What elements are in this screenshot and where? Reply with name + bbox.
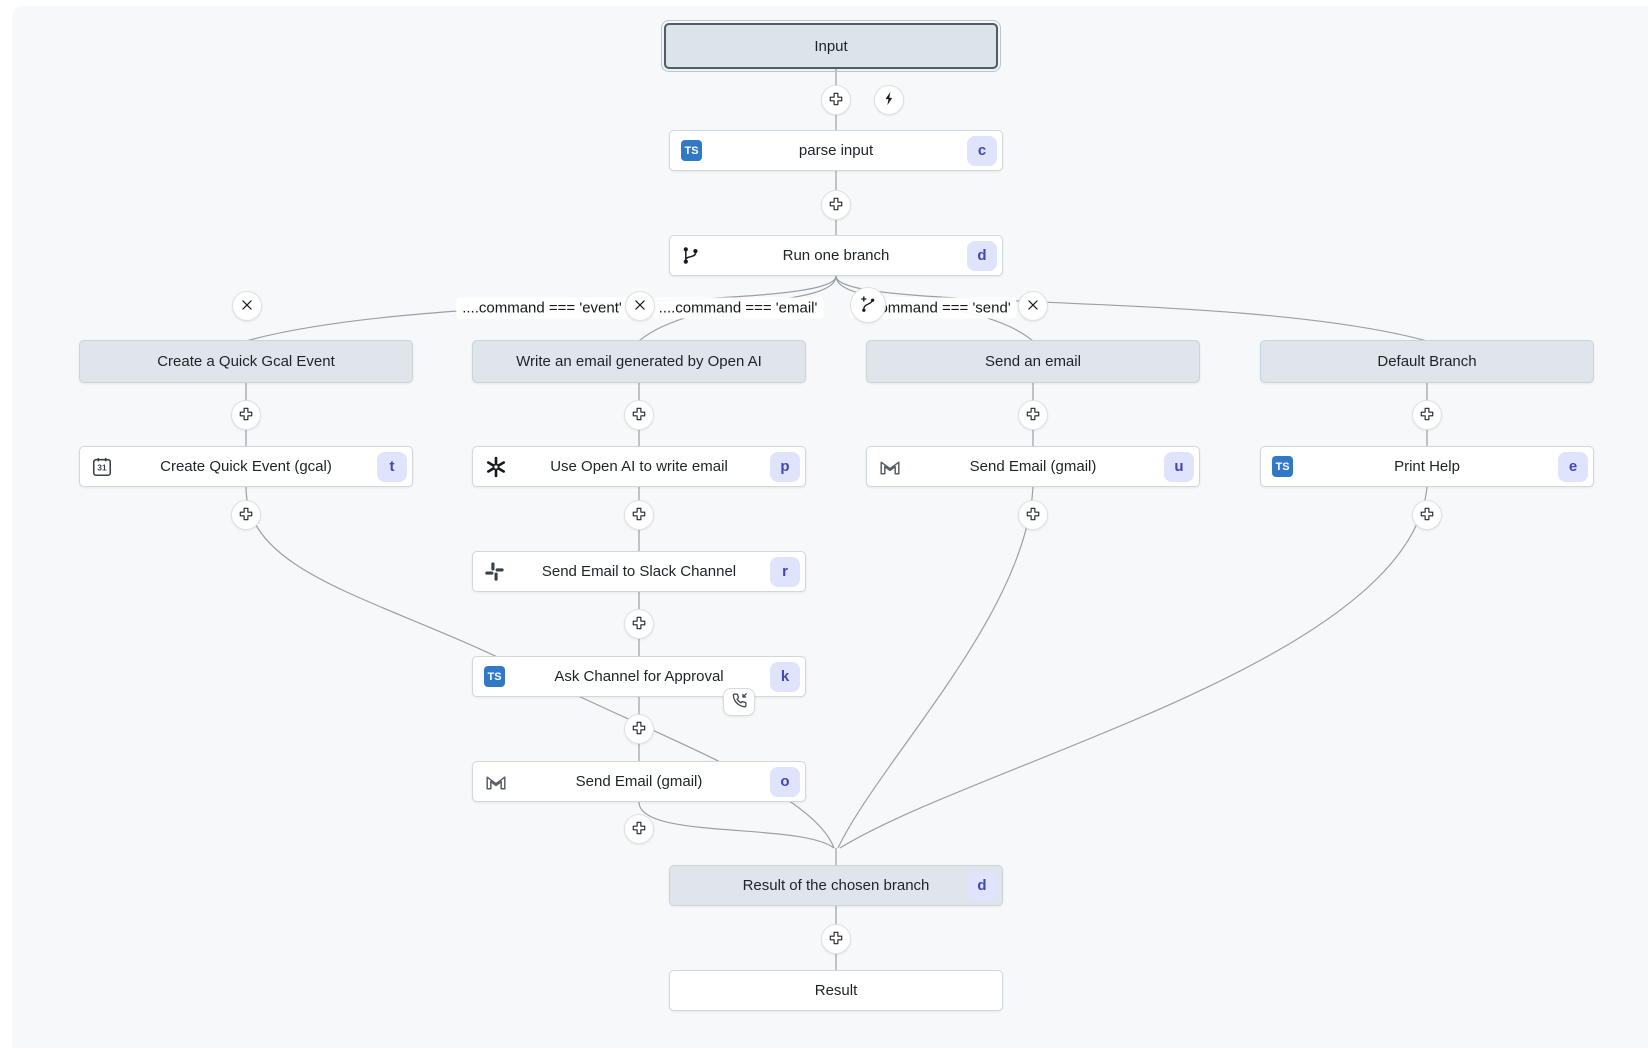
step-id-badge: o: [770, 766, 800, 797]
plus-icon: [1025, 506, 1041, 525]
node-label: Create Quick Event (gcal): [160, 458, 332, 475]
node-use-openai[interactable]: Use Open AI to write email p: [472, 446, 806, 487]
add-step-button[interactable]: [231, 400, 261, 430]
step-id-badge: c: [967, 135, 997, 166]
plus-icon: [238, 406, 254, 425]
branch-header-label: Default Branch: [1377, 353, 1477, 370]
add-step-button[interactable]: [1412, 500, 1442, 530]
plus-icon: [1419, 406, 1435, 425]
git-branch-icon: [681, 245, 702, 266]
node-label: Run one branch: [782, 247, 890, 264]
plus-icon: [631, 406, 647, 425]
node-label: Send Email to Slack Channel: [541, 563, 737, 580]
branch-condition-email: ....command === 'email': [652, 297, 824, 319]
node-print-help[interactable]: TS Print Help e: [1260, 446, 1594, 487]
gmail-icon: [878, 455, 902, 479]
add-step-button[interactable]: [1018, 400, 1048, 430]
add-step-button[interactable]: [1412, 400, 1442, 430]
add-step-button[interactable]: [231, 500, 261, 530]
node-label: Print Help: [1394, 458, 1460, 475]
node-run-one-branch[interactable]: Run one branch d: [669, 235, 1003, 276]
step-id-badge: r: [770, 556, 800, 587]
branch-header-gcal[interactable]: Create a Quick Gcal Event: [79, 340, 413, 383]
branch-header-default[interactable]: Default Branch: [1260, 340, 1594, 383]
suspend-approval-button[interactable]: [723, 688, 755, 716]
plus-icon: [828, 930, 844, 949]
node-ask-channel-approval[interactable]: TS Ask Channel for Approval k: [472, 656, 806, 697]
input-node-label: Input: [814, 37, 848, 55]
step-id-badge: t: [377, 451, 407, 482]
step-id-badge: d: [967, 240, 997, 271]
step-id-badge: u: [1164, 451, 1194, 482]
add-step-button[interactable]: [821, 190, 851, 220]
openai-icon: [484, 455, 508, 479]
node-send-email-gmail-2[interactable]: Send Email (gmail) o: [472, 761, 806, 802]
node-label: Use Open AI to write email: [550, 458, 728, 475]
lightning-icon: [882, 91, 897, 109]
node-send-email-slack[interactable]: Send Email to Slack Channel r: [472, 551, 806, 592]
plus-icon: [631, 615, 647, 634]
node-label: Send Email (gmail): [575, 773, 703, 790]
plus-icon: [631, 506, 647, 525]
add-step-button[interactable]: [821, 924, 851, 954]
add-step-button[interactable]: [624, 500, 654, 530]
step-id-badge: k: [770, 661, 800, 692]
slack-icon: [484, 561, 505, 582]
node-create-quick-event[interactable]: 31 Create Quick Event (gcal) t: [79, 446, 413, 487]
plus-icon: [1025, 406, 1041, 425]
add-step-button[interactable]: [624, 400, 654, 430]
plus-icon: [631, 720, 647, 739]
plus-icon: [631, 820, 647, 839]
add-step-button[interactable]: [624, 714, 654, 744]
typescript-icon: TS: [484, 666, 505, 687]
close-icon: [240, 298, 254, 315]
trigger-button[interactable]: [874, 85, 904, 115]
plus-icon: [238, 506, 254, 525]
plus-icon: [828, 91, 844, 110]
branch-condition-event: ....command === 'event': [456, 297, 628, 319]
plus-icon: [1419, 506, 1435, 525]
node-label: parse input: [798, 142, 874, 159]
branch-header-send-email[interactable]: Send an email: [866, 340, 1200, 383]
step-id-badge: p: [770, 451, 800, 482]
input-node[interactable]: Input: [661, 20, 1001, 72]
add-step-button[interactable]: [821, 85, 851, 115]
add-step-button[interactable]: [1018, 500, 1048, 530]
node-label: Result of the chosen branch: [742, 877, 930, 894]
delete-branch-button[interactable]: [232, 291, 262, 321]
node-label: Ask Channel for Approval: [554, 668, 724, 685]
node-parse-input[interactable]: TS parse input c: [669, 130, 1003, 171]
add-branch-button[interactable]: [850, 287, 886, 323]
node-result[interactable]: Result: [669, 970, 1003, 1011]
typescript-icon: TS: [1272, 456, 1293, 477]
node-label: Send Email (gmail): [969, 458, 1097, 475]
gmail-icon: [484, 770, 508, 794]
branch-condition-send: ....command === 'send': [849, 297, 1017, 319]
delete-branch-button[interactable]: [625, 291, 655, 321]
branch-add-icon: [858, 294, 878, 317]
branch-header-label: Send an email: [985, 353, 1081, 370]
step-id-badge: d: [967, 870, 997, 901]
branch-header-label: Create a Quick Gcal Event: [157, 353, 335, 370]
calendar-icon: 31: [91, 456, 113, 478]
node-result-chosen-branch[interactable]: Result of the chosen branch d: [669, 865, 1003, 906]
svg-text:31: 31: [97, 463, 107, 472]
plus-icon: [828, 196, 844, 215]
phone-incoming-icon: [731, 692, 748, 712]
delete-branch-button[interactable]: [1018, 291, 1048, 321]
branch-header-label: Write an email generated by Open AI: [516, 353, 762, 370]
add-step-button[interactable]: [624, 609, 654, 639]
step-id-badge: e: [1558, 451, 1588, 482]
node-label: Result: [814, 982, 858, 999]
close-icon: [1026, 298, 1040, 315]
typescript-icon: TS: [681, 140, 702, 161]
add-step-button[interactable]: [624, 814, 654, 844]
branch-header-openai[interactable]: Write an email generated by Open AI: [472, 340, 806, 383]
close-icon: [633, 298, 647, 315]
node-send-email-gmail[interactable]: Send Email (gmail) u: [866, 446, 1200, 487]
